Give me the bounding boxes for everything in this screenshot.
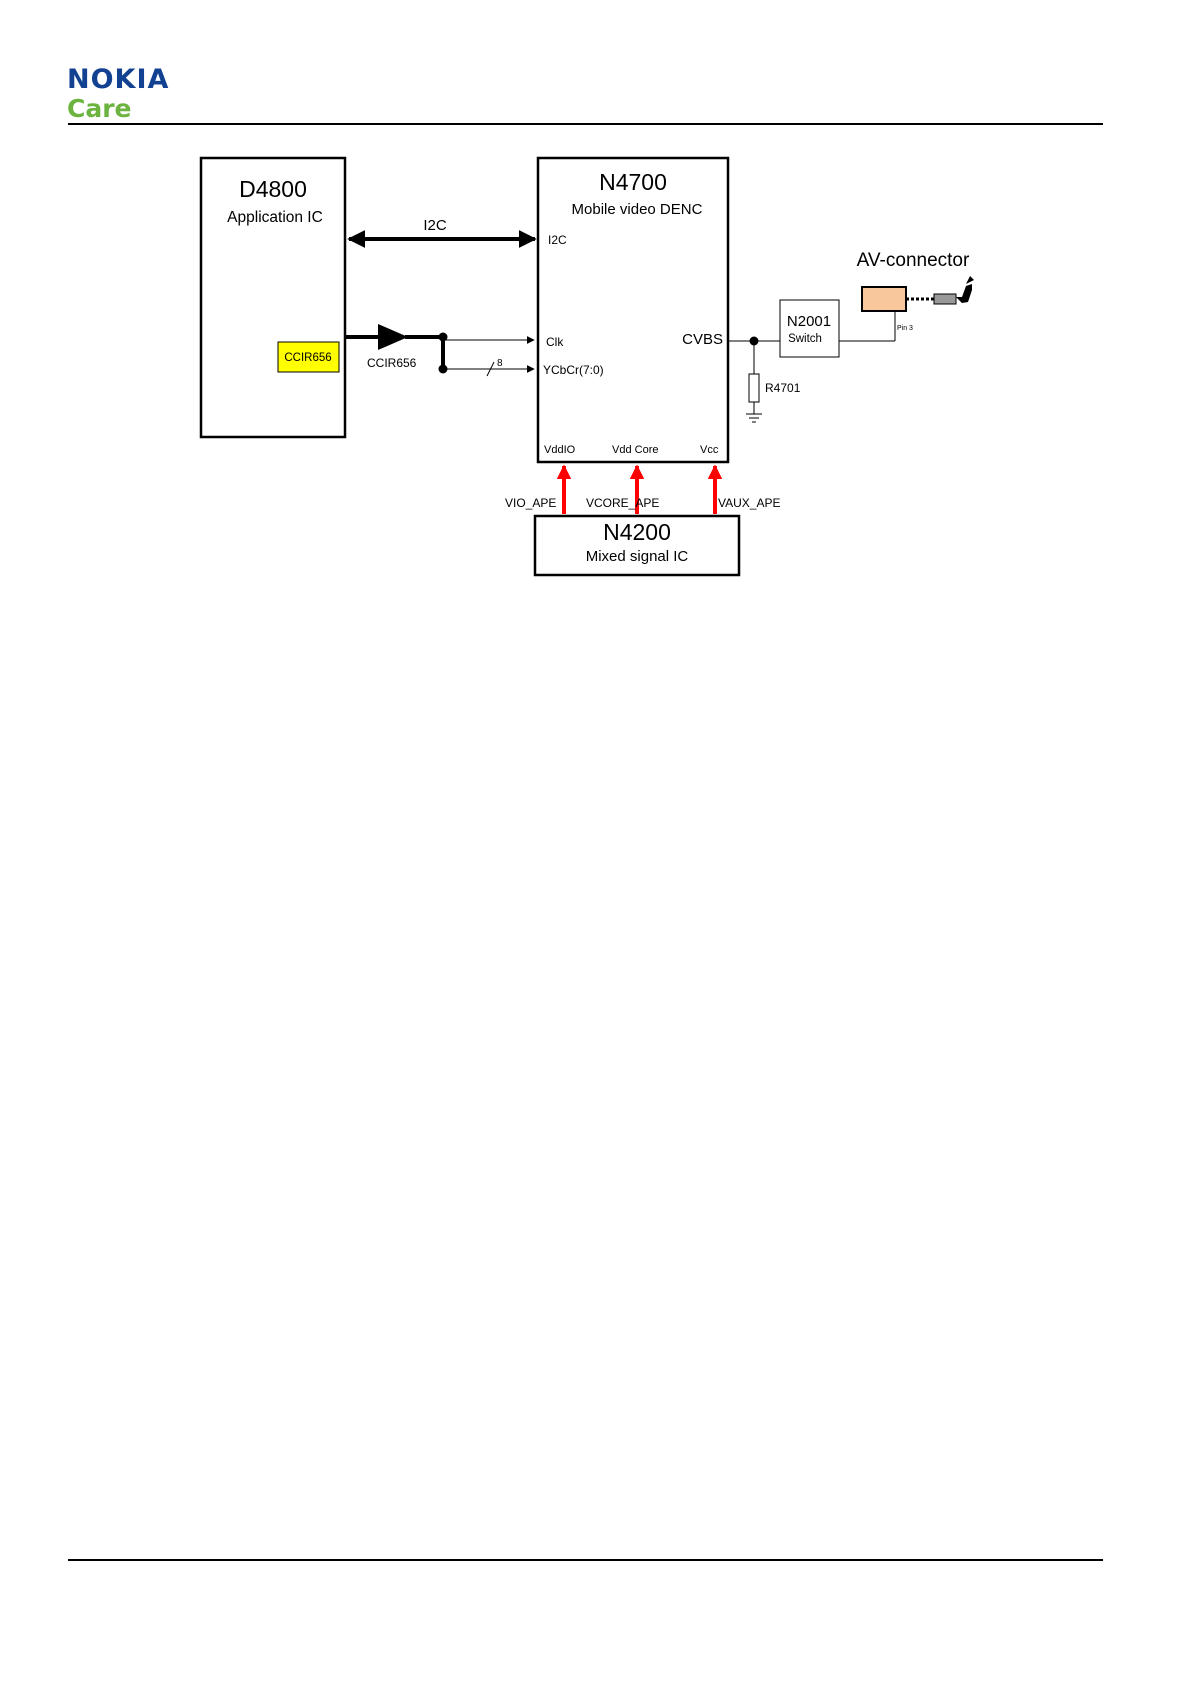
d4800-block: D4800 Application IC CCIR656 xyxy=(201,158,345,437)
bus-width-label: 8 xyxy=(497,358,503,369)
d4800-label: Application IC xyxy=(227,209,323,226)
power-rails: VIO_APE VCORE_APE VAUX_APE xyxy=(505,466,780,514)
footer-rule xyxy=(68,1559,1103,1561)
pin-vddcore: Vdd Core xyxy=(612,444,658,456)
av-plug-icon xyxy=(906,276,974,304)
pin-i2c: I2C xyxy=(548,233,567,247)
ccir656-bus-label: CCIR656 xyxy=(367,356,417,370)
av-connector: Pin 3 AV-connector xyxy=(839,250,974,341)
i2c-bus: I2C xyxy=(349,217,535,239)
ccir656-box-label: CCIR656 xyxy=(284,352,331,364)
n4700-id: N4700 xyxy=(599,169,667,195)
n2001-id: N2001 xyxy=(787,313,831,330)
d4800-id: D4800 xyxy=(239,176,307,202)
av-pin-label: Pin 3 xyxy=(897,325,913,332)
pin-vcc: Vcc xyxy=(700,444,719,456)
n4200-block: N4200 Mixed signal IC xyxy=(535,516,739,575)
r4701-label: R4701 xyxy=(765,381,801,395)
vio-label: VIO_APE xyxy=(505,496,556,510)
n4200-id: N4200 xyxy=(603,519,671,545)
pin-ycbcr: YCbCr(7:0) xyxy=(543,363,604,377)
r4701-resistor xyxy=(749,374,759,402)
av-connector-body xyxy=(862,287,906,311)
n2001-label: Switch xyxy=(788,333,822,345)
pin-cvbs: CVBS xyxy=(682,331,723,348)
vcore-label: VCORE_APE xyxy=(586,496,659,510)
ccir656-bus: 8 CCIR656 xyxy=(345,324,534,376)
n4700-block: N4700 Mobile video DENC I2C Clk YCbCr(7:… xyxy=(538,158,728,462)
av-connector-label: AV-connector xyxy=(857,250,970,271)
ground-symbol xyxy=(746,414,762,422)
n2001-block: N2001 Switch xyxy=(780,300,839,357)
n4200-label: Mixed signal IC xyxy=(586,548,689,565)
block-diagram: D4800 Application IC CCIR656 N4700 Mobil… xyxy=(0,0,1191,620)
i2c-bus-label: I2C xyxy=(423,217,447,234)
n4700-label: Mobile video DENC xyxy=(572,201,703,218)
pin-clk: Clk xyxy=(546,335,564,349)
pin-vddio: VddIO xyxy=(544,444,576,456)
vaux-label: VAUX_APE xyxy=(718,496,780,510)
